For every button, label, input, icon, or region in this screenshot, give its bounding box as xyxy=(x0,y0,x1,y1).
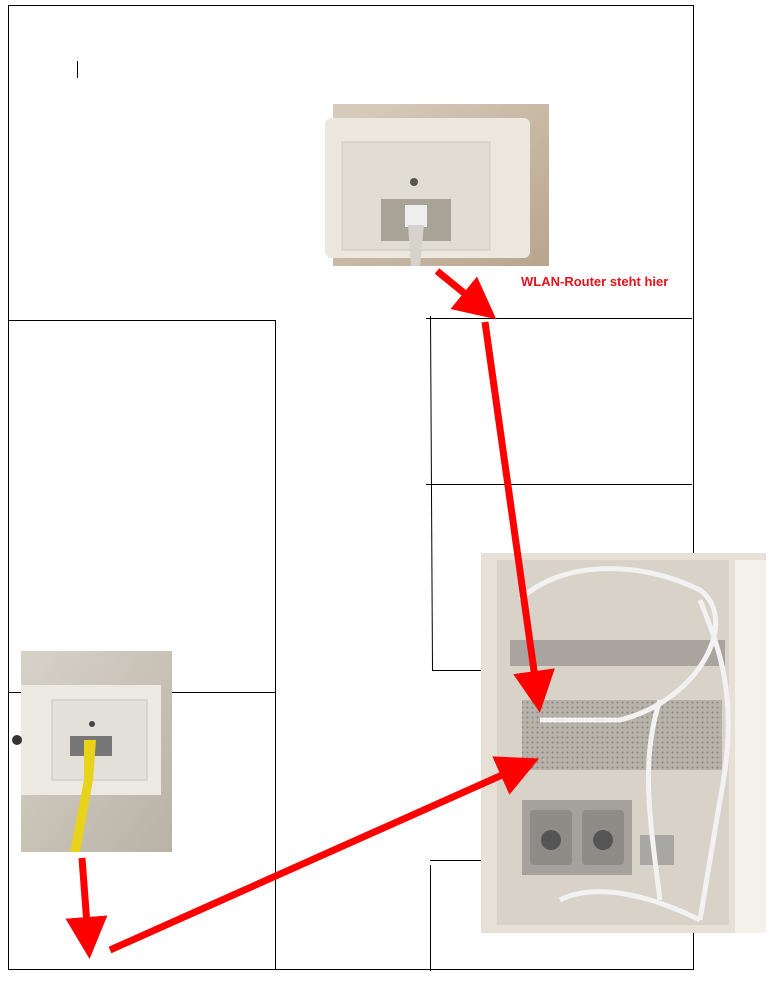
arrow-floor-to-cabinet xyxy=(108,756,540,954)
distribution-cabinet-photo xyxy=(481,553,766,933)
wall-socket-top-photo xyxy=(325,104,549,266)
connection-arrows xyxy=(65,268,555,959)
arrow-socket-down xyxy=(65,857,108,959)
arrow-router-to-cabinet xyxy=(481,321,555,713)
router-location-label: WLAN-Router steht hier xyxy=(521,274,669,289)
arrow-to-router xyxy=(434,268,497,320)
yellow-cable-socket-photo xyxy=(12,651,172,852)
